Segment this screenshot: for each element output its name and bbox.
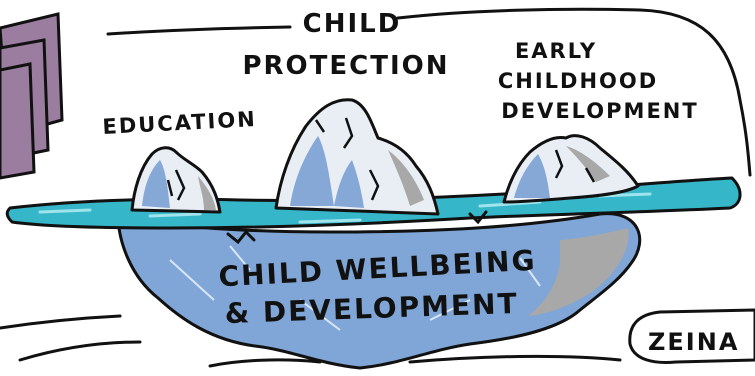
label-ecd-line2: CHILDHOOD: [498, 69, 658, 93]
name-tag: ZEINA: [628, 308, 755, 364]
label-ecd-line1: EARLY: [515, 39, 597, 63]
label-education: EDUCATION: [102, 107, 257, 139]
iceberg-child-protection: [274, 98, 440, 216]
underwater-iceberg: [116, 212, 642, 370]
label-child-protection-line2: PROTECTION: [242, 51, 449, 81]
name-tag-label: ZEINA: [648, 328, 739, 356]
label-ecd-line3: DEVELOPMENT: [501, 99, 698, 123]
label-child-protection-line1: CHILD: [303, 9, 402, 39]
iceberg-early-childhood: [502, 134, 640, 204]
frame-lines: [0, 7, 752, 368]
books-stack: [0, 12, 64, 180]
iceberg-education: [130, 146, 222, 214]
